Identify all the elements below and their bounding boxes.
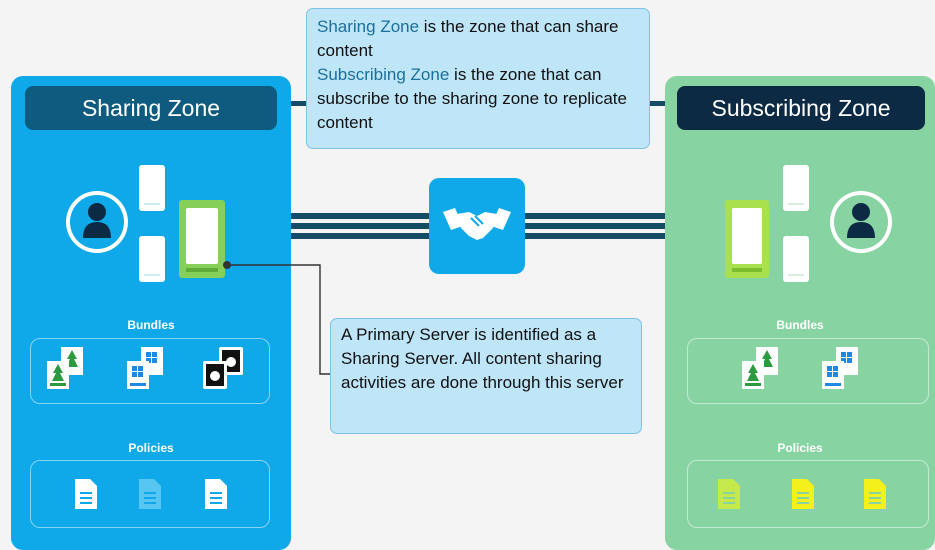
sharing-zone-definition: Sharing Zone is the zone that can share … [317,17,619,60]
policy-document-icon[interactable] [718,479,740,509]
policy-document-icon[interactable] [75,479,97,509]
windows-bundle-icon[interactable] [822,347,862,391]
handshake-icon [443,204,511,248]
windows-bundle-icon[interactable] [127,347,167,391]
sharing-zone-term: Sharing Zone [317,17,420,36]
handshake-connector [429,178,525,274]
subscribing-zone-panel: Subscribing Zone Bundles [665,76,935,550]
policy-document-icon[interactable] [205,479,227,509]
sharing-zone-title: Sharing Zone [25,86,277,130]
callout-pointer [223,261,332,375]
policy-document-icon[interactable] [864,479,886,509]
server-icon [139,236,165,282]
server-icon [783,165,809,211]
subscribing-zone-definition: Subscribing Zone is the zone that can su… [317,65,627,132]
connector-line-top-right [650,101,665,106]
mac-bundle-icon[interactable] [203,347,247,391]
policies-group [687,460,929,528]
bundles-label: Bundles [776,318,824,332]
policies-label: Policies [777,441,823,455]
sharing-zone-panel: Sharing Zone Bundles [11,76,291,550]
server-icon [783,236,809,282]
subscribing-zone-term: Subscribing Zone [317,65,450,84]
policies-group [30,460,270,528]
user-icon [63,188,131,256]
primary-server-icon [725,200,769,278]
bundles-group [30,338,270,404]
zone-definition-callout: Sharing Zone is the zone that can share … [306,8,650,149]
linux-bundle-icon[interactable] [47,347,87,391]
bundles-group [687,338,929,404]
primary-server-description: A Primary Server is identified as a Shar… [341,325,624,392]
subscribing-zone-title: Subscribing Zone [677,86,925,130]
policies-label: Policies [128,441,174,455]
policy-document-icon[interactable] [792,479,814,509]
user-icon [827,188,895,256]
server-icon [139,165,165,211]
primary-server-callout: A Primary Server is identified as a Shar… [330,318,642,434]
connector-line-top-left [291,101,307,106]
policy-document-icon[interactable] [139,479,161,509]
bundles-label: Bundles [127,318,175,332]
primary-server-icon [179,200,225,278]
linux-bundle-icon[interactable] [742,347,782,391]
